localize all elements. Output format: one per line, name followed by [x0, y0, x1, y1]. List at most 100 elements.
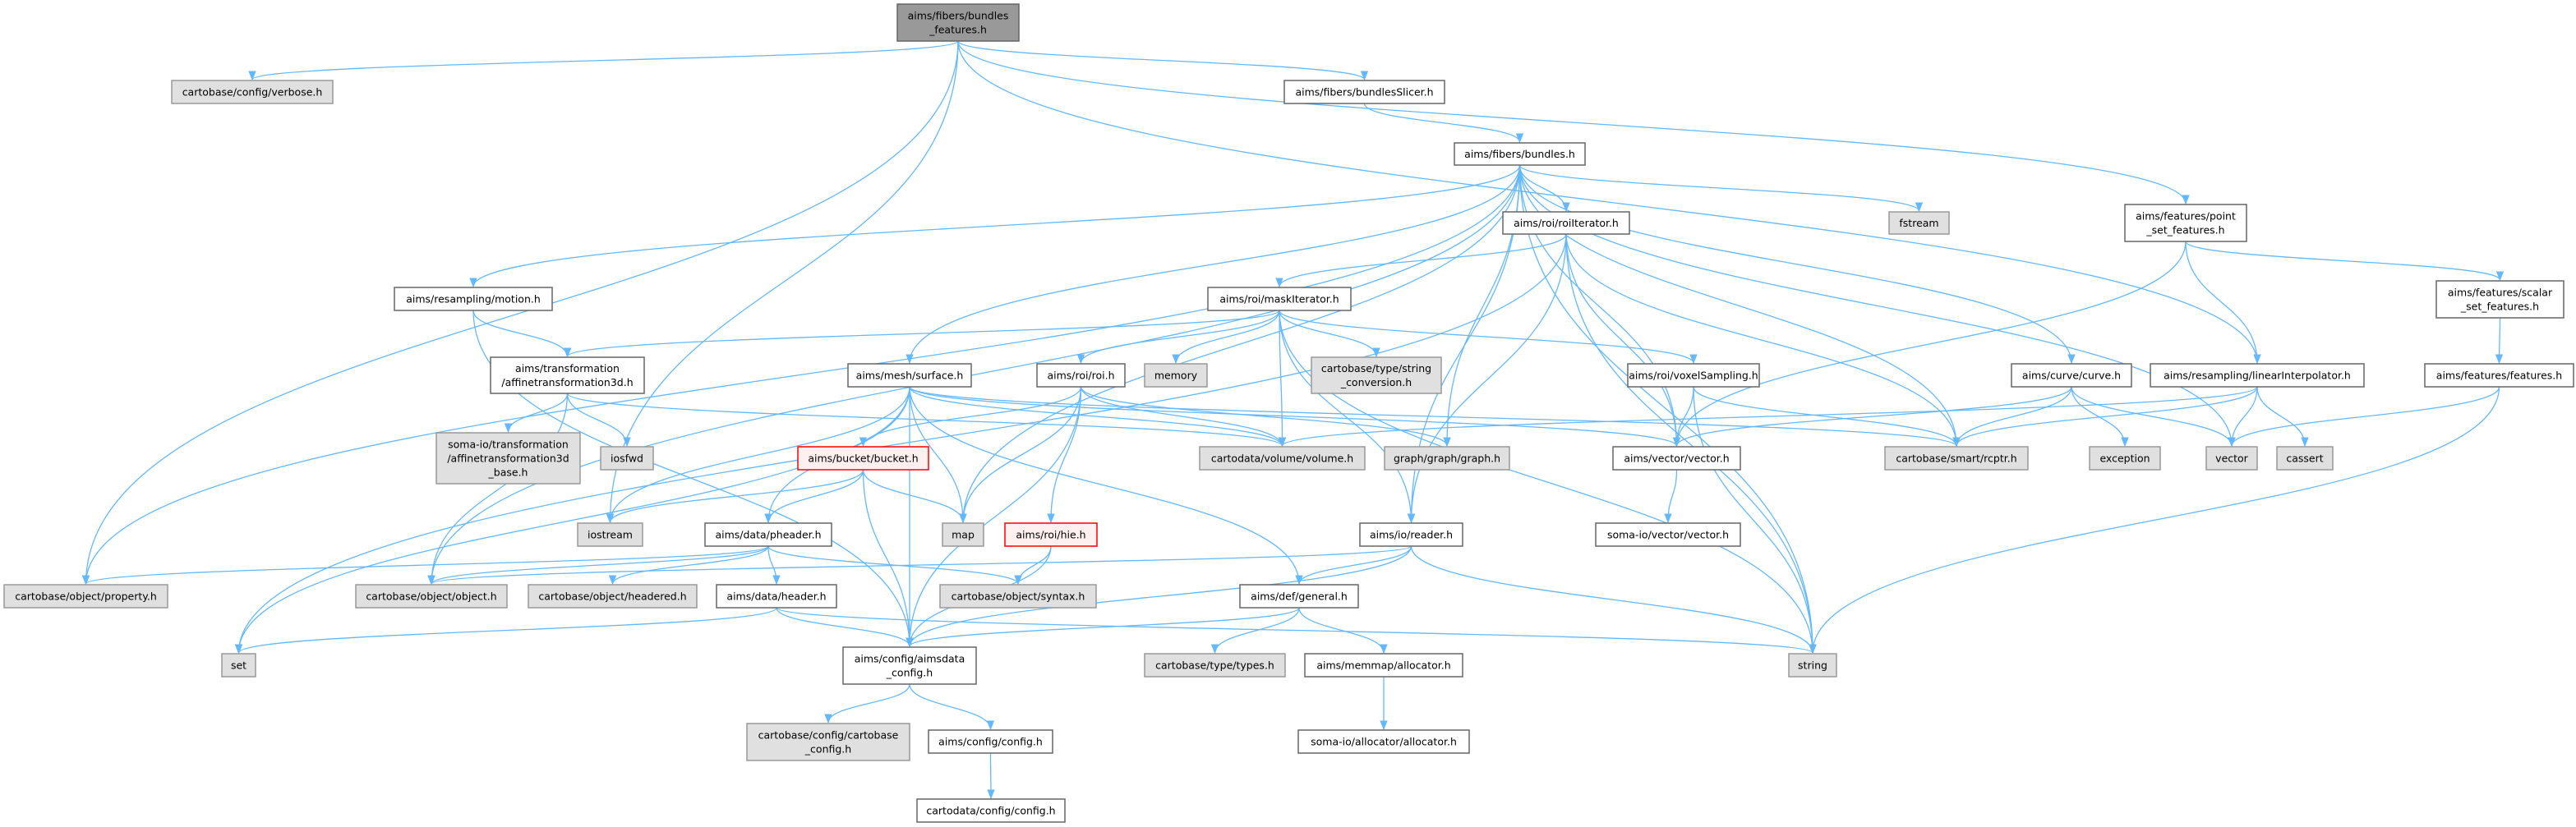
- node-box: [1207, 287, 1352, 311]
- node-bucket[interactable]: aims/bucket/bucket.h: [797, 446, 929, 471]
- node-box: [355, 584, 508, 609]
- edge-features-to-string: [1809, 386, 2500, 655]
- edge-affine-to-iosfwd: [566, 393, 631, 448]
- node-reader[interactable]: aims/io/reader.h: [1359, 522, 1463, 547]
- node-config[interactable]: aims/config/config.h: [928, 729, 1053, 754]
- node-svector[interactable]: soma-io/vector/vector.h: [1595, 522, 1741, 547]
- node-label: /affinetransformation3d.h: [501, 376, 633, 388]
- node-label: _features.h: [929, 24, 987, 36]
- node-iostream[interactable]: iostream: [577, 522, 643, 547]
- node-roi[interactable]: aims/roi/roi.h: [1036, 363, 1126, 388]
- edge-root-to-linint: [957, 40, 2261, 365]
- node-label: aims/roi/hie.h: [1016, 529, 1085, 541]
- edge-voxel-to-rcptr: [1693, 386, 1961, 448]
- node-fstream[interactable]: fstream: [1888, 211, 1950, 235]
- node-types[interactable]: cartobase/type/types.h: [1144, 653, 1286, 678]
- node-box: [490, 356, 645, 394]
- node-set[interactable]: set: [221, 653, 256, 678]
- node-box: [1884, 446, 2029, 471]
- node-maskIt[interactable]: aims/roi/maskIterator.h: [1207, 287, 1352, 311]
- node-verbose[interactable]: cartobase/config/verbose.h: [171, 80, 334, 104]
- node-bundles[interactable]: aims/fibers/bundles.h: [1454, 142, 1586, 166]
- node-hie[interactable]: aims/roi/hie.h: [1004, 522, 1098, 547]
- node-box: [1595, 522, 1741, 547]
- edge-pointset-to-linint: [2185, 241, 2261, 365]
- node-label: soma-io/transformation: [448, 439, 569, 451]
- node-label: memory: [1154, 370, 1198, 382]
- node-label: _base.h: [488, 466, 528, 479]
- node-label: aims/features/features.h: [2436, 370, 2562, 382]
- node-property[interactable]: cartobase/object/property.h: [3, 584, 168, 609]
- node-object[interactable]: cartobase/object/object.h: [355, 584, 508, 609]
- node-curve[interactable]: aims/curve/curve.h: [2011, 363, 2132, 388]
- node-memory[interactable]: memory: [1144, 363, 1208, 388]
- edge-adconfig-to-cbconfig: [824, 683, 910, 724]
- node-affine[interactable]: aims/transformation/affinetransformation…: [490, 356, 645, 394]
- node-box: [1239, 584, 1359, 609]
- node-volume[interactable]: cartodata/volume/volume.h: [1199, 446, 1366, 471]
- node-features[interactable]: aims/features/features.h: [2424, 363, 2574, 388]
- node-syntax[interactable]: cartobase/object/syntax.h: [939, 584, 1097, 609]
- node-roiIt[interactable]: aims/roi/roiIterator.h: [1502, 211, 1630, 235]
- edge-roi-to-graph: [1080, 386, 1451, 448]
- node-motion[interactable]: aims/resampling/motion.h: [394, 287, 553, 311]
- node-affbase[interactable]: soma-io/transformation/affinetransformat…: [435, 432, 581, 485]
- edge-general-to-adconfig: [906, 607, 1300, 648]
- node-vector[interactable]: vector: [2205, 446, 2258, 471]
- node-map[interactable]: map: [942, 522, 984, 547]
- node-label: aims/roi/roiIterator.h: [1514, 217, 1619, 229]
- node-rcptr[interactable]: cartobase/smart/rcptr.h: [1884, 446, 2029, 471]
- node-graph[interactable]: graph/graph/graph.h: [1384, 446, 1510, 471]
- node-adconfig[interactable]: aims/config/aimsdata_config.h: [842, 646, 977, 685]
- node-box: [2089, 446, 2161, 471]
- node-headered[interactable]: cartobase/object/headered.h: [528, 584, 698, 609]
- edge-bundles-to-rcptr: [1518, 164, 1961, 448]
- node-label: aims/bucket/bucket.h: [808, 453, 918, 465]
- edge-header-to-string: [776, 607, 1817, 655]
- node-box: [2205, 446, 2258, 471]
- node-pointset[interactable]: aims/features/point_set_features.h: [2124, 204, 2247, 242]
- node-box: [916, 798, 1066, 823]
- node-linint[interactable]: aims/resampling/linearInterpolator.h: [2150, 363, 2365, 388]
- edge-surface-to-set: [234, 386, 910, 655]
- node-header[interactable]: aims/data/header.h: [716, 584, 837, 609]
- node-box: [896, 3, 1020, 42]
- node-label: soma-io/allocator/allocator.h: [1311, 736, 1457, 748]
- edge-linint-to-vector: [2228, 386, 2258, 448]
- edge-header-to-set: [235, 607, 777, 655]
- node-label: aims/fibers/bundlesSlicer.h: [1295, 86, 1433, 99]
- node-exception[interactable]: exception: [2089, 446, 2161, 471]
- node-cassert[interactable]: cassert: [2276, 446, 2334, 471]
- node-scalar[interactable]: aims/features/scalar_set_features.h: [2435, 280, 2564, 319]
- node-root[interactable]: aims/fibers/bundles_features.h: [896, 3, 1020, 42]
- node-iosfwd[interactable]: iosfwd: [600, 446, 654, 471]
- nodes-layer: aims/fibers/bundles_features.h cartobase/…: [3, 3, 2574, 823]
- node-label: iosfwd: [611, 453, 643, 465]
- node-string[interactable]: string: [1788, 653, 1837, 678]
- node-slicer[interactable]: aims/fibers/bundlesSlicer.h: [1283, 80, 1445, 104]
- node-strconv[interactable]: cartobase/type/string_conversion.h: [1311, 356, 1442, 394]
- node-pheader[interactable]: aims/data/pheader.h: [704, 522, 832, 547]
- edge-hie-to-syntax: [1014, 545, 1052, 586]
- edge-affine-to-affbase: [504, 393, 569, 434]
- node-box: [746, 723, 910, 761]
- node-box: [600, 446, 654, 471]
- node-label: aims/vector/vector.h: [1624, 453, 1729, 465]
- node-sallocator[interactable]: soma-io/allocator/allocator.h: [1297, 729, 1470, 754]
- node-label: string: [1798, 659, 1827, 672]
- node-surface[interactable]: aims/mesh/surface.h: [847, 363, 972, 388]
- node-avector[interactable]: aims/vector/vector.h: [1612, 446, 1741, 471]
- edge-bundles-to-graph: [1443, 164, 1521, 448]
- node-general[interactable]: aims/def/general.h: [1239, 584, 1359, 609]
- node-allocator[interactable]: aims/memmap/allocator.h: [1304, 653, 1463, 678]
- edge-bundles-to-surface: [906, 164, 1521, 365]
- edge-maskIt-to-volume: [1278, 310, 1287, 448]
- node-label: /affinetransformation3d: [447, 453, 569, 465]
- node-voxel[interactable]: aims/roi/voxelSampling.h: [1627, 363, 1760, 388]
- node-box: [942, 522, 984, 547]
- node-cbconfig[interactable]: cartobase/config/cartobase_config.h: [746, 723, 910, 761]
- edge-pheader-to-headered: [608, 545, 769, 586]
- node-label: cartodata/volume/volume.h: [1211, 453, 1353, 465]
- node-cdconfig[interactable]: cartodata/config/config.h: [916, 798, 1066, 823]
